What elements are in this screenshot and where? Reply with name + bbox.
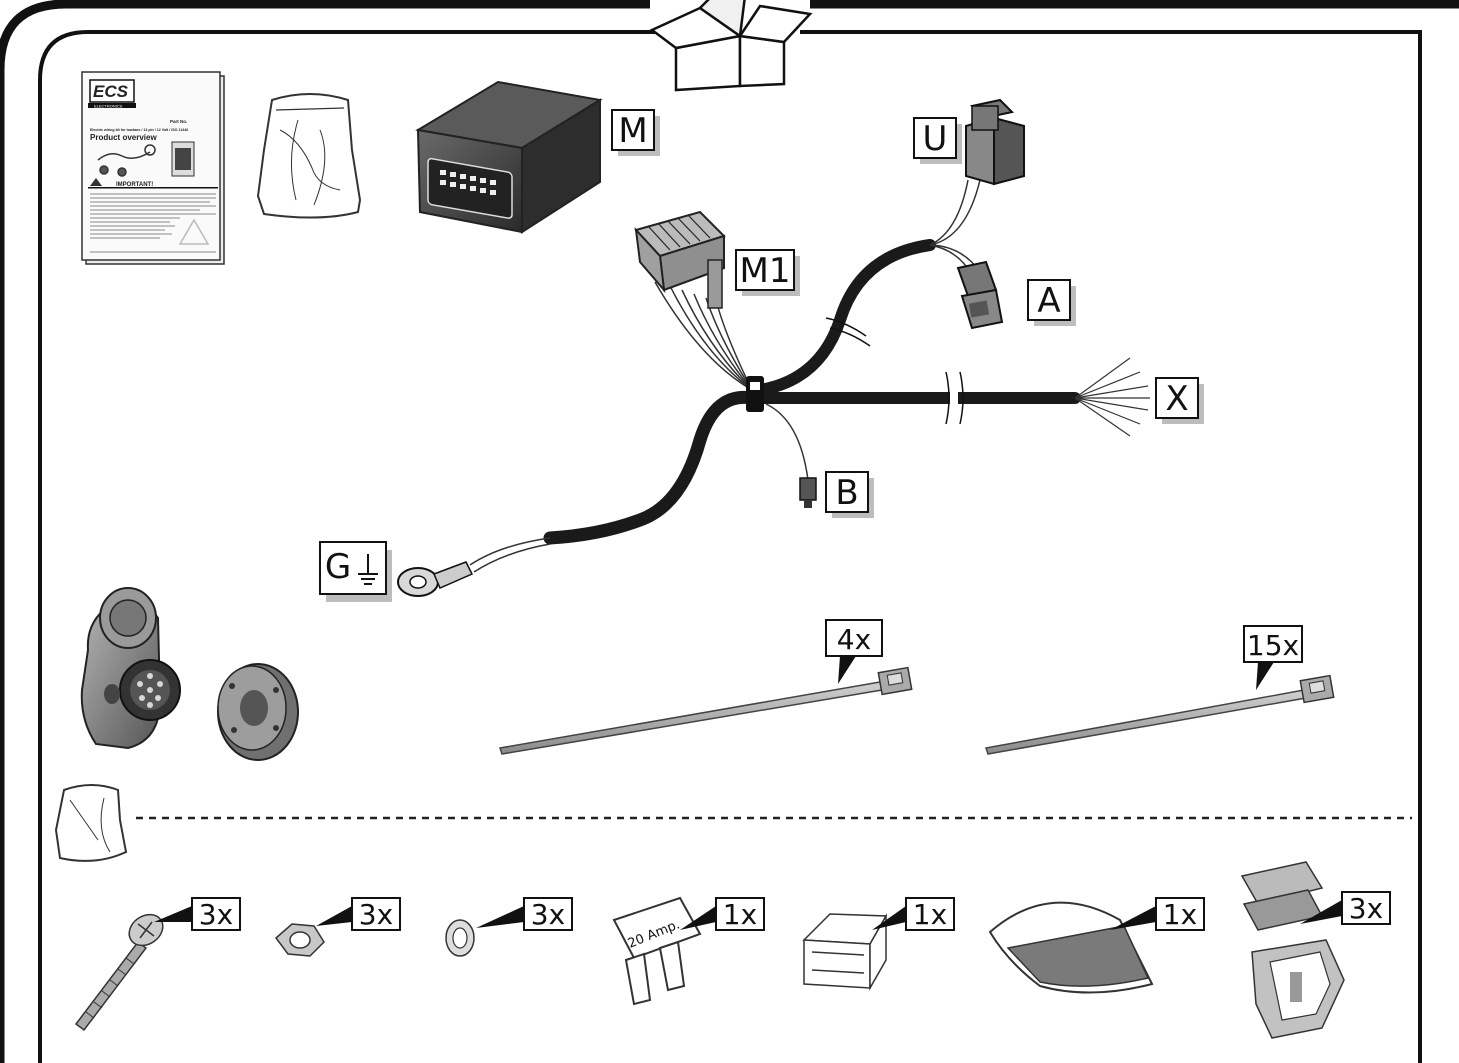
manual-warning: IMPORTANT! — [116, 182, 153, 188]
control-module — [415, 80, 603, 234]
trailer-socket — [80, 587, 181, 750]
qty-tag-fuse-holder: 1x — [872, 897, 955, 931]
x-wires — [1074, 357, 1150, 437]
manual-harness-sketch — [97, 144, 156, 177]
wire-b — [765, 403, 809, 481]
connector-b — [799, 477, 817, 508]
label-b: B — [825, 471, 874, 518]
label-x: X — [1155, 377, 1204, 424]
break-mark-x — [945, 371, 964, 425]
connector-a — [956, 260, 1004, 330]
label-g-text: G — [325, 547, 351, 587]
socket-mounting-plate — [217, 663, 299, 761]
cable-tie-short — [985, 674, 1335, 755]
label-x-text: X — [1165, 379, 1188, 419]
qty-clip-text: 3x — [1349, 892, 1383, 925]
plastic-bag-small — [54, 784, 128, 862]
connector-m1 — [634, 210, 726, 309]
label-m1: M1 — [735, 249, 800, 296]
nut — [274, 923, 325, 957]
label-b-text: B — [835, 473, 858, 513]
manual-title: Product overview — [90, 133, 157, 142]
ground-symbol-icon — [358, 554, 378, 585]
qty-tag-clip: 3x — [1300, 891, 1391, 925]
qty-washer-text: 3x — [531, 898, 565, 931]
qty-tag-adhesive: 1x — [1110, 897, 1205, 931]
manual-part-no: Part No. — [170, 119, 187, 124]
fuse-holder — [802, 913, 888, 991]
plastic-bag-large — [256, 93, 362, 219]
qty-screw-text: 3x — [199, 898, 233, 931]
qty-fuse-holder-text: 1x — [913, 898, 947, 931]
qty-tag-washer: 3x — [476, 897, 573, 931]
label-a-text: A — [1037, 281, 1060, 321]
lock-washer — [445, 919, 475, 957]
ground-ring — [397, 561, 474, 597]
manual-document: ECS ELECTRONICS Part No. Electric wiring… — [81, 71, 225, 265]
blade-fuse: 20 Amp. — [612, 896, 702, 1006]
screw — [74, 913, 164, 1032]
module-pins — [440, 170, 496, 195]
box-icon — [649, 0, 813, 92]
m1-wires — [654, 281, 753, 391]
manual-text-lines — [90, 193, 216, 253]
label-m-text: M — [618, 111, 647, 151]
qty-nut-text: 3x — [359, 898, 393, 931]
qty-tie-long-text: 4x — [837, 623, 871, 656]
qty-tie-short-text: 15x — [1247, 629, 1299, 662]
qty-tag-tie-long: 4x — [825, 619, 883, 684]
connector-u — [965, 98, 1025, 186]
qty-adhesive-text: 1x — [1163, 898, 1197, 931]
qty-tag-fuse: 1x — [680, 897, 765, 931]
qty-tag-tie-short: 15x — [1243, 625, 1303, 690]
qty-fuse-text: 1x — [723, 898, 757, 931]
qty-tag-nut: 3x — [316, 897, 401, 931]
wiring-harness — [469, 179, 1150, 573]
manual-brand: ECS — [93, 82, 129, 101]
label-m1-text: M1 — [740, 251, 791, 291]
label-m: M — [611, 109, 660, 156]
cable-clip — [1240, 861, 1345, 1039]
harness-branch-u — [754, 239, 936, 396]
label-a: A — [1027, 279, 1076, 326]
break-mark-u — [825, 317, 871, 347]
cable-tie-long — [499, 666, 913, 755]
qty-tag-screw: 3x — [154, 897, 241, 931]
label-u: U — [913, 117, 962, 164]
label-g: G — [319, 541, 392, 602]
manual-subtitle: Electric wiring kit for towbars / 13 pin… — [90, 128, 188, 132]
manual-brand-sub: ELECTRONICS — [94, 104, 123, 109]
adhesive-pad — [988, 901, 1154, 994]
label-u-text: U — [923, 119, 948, 159]
junction-tie — [746, 376, 764, 412]
harness-branch-g — [543, 390, 759, 545]
